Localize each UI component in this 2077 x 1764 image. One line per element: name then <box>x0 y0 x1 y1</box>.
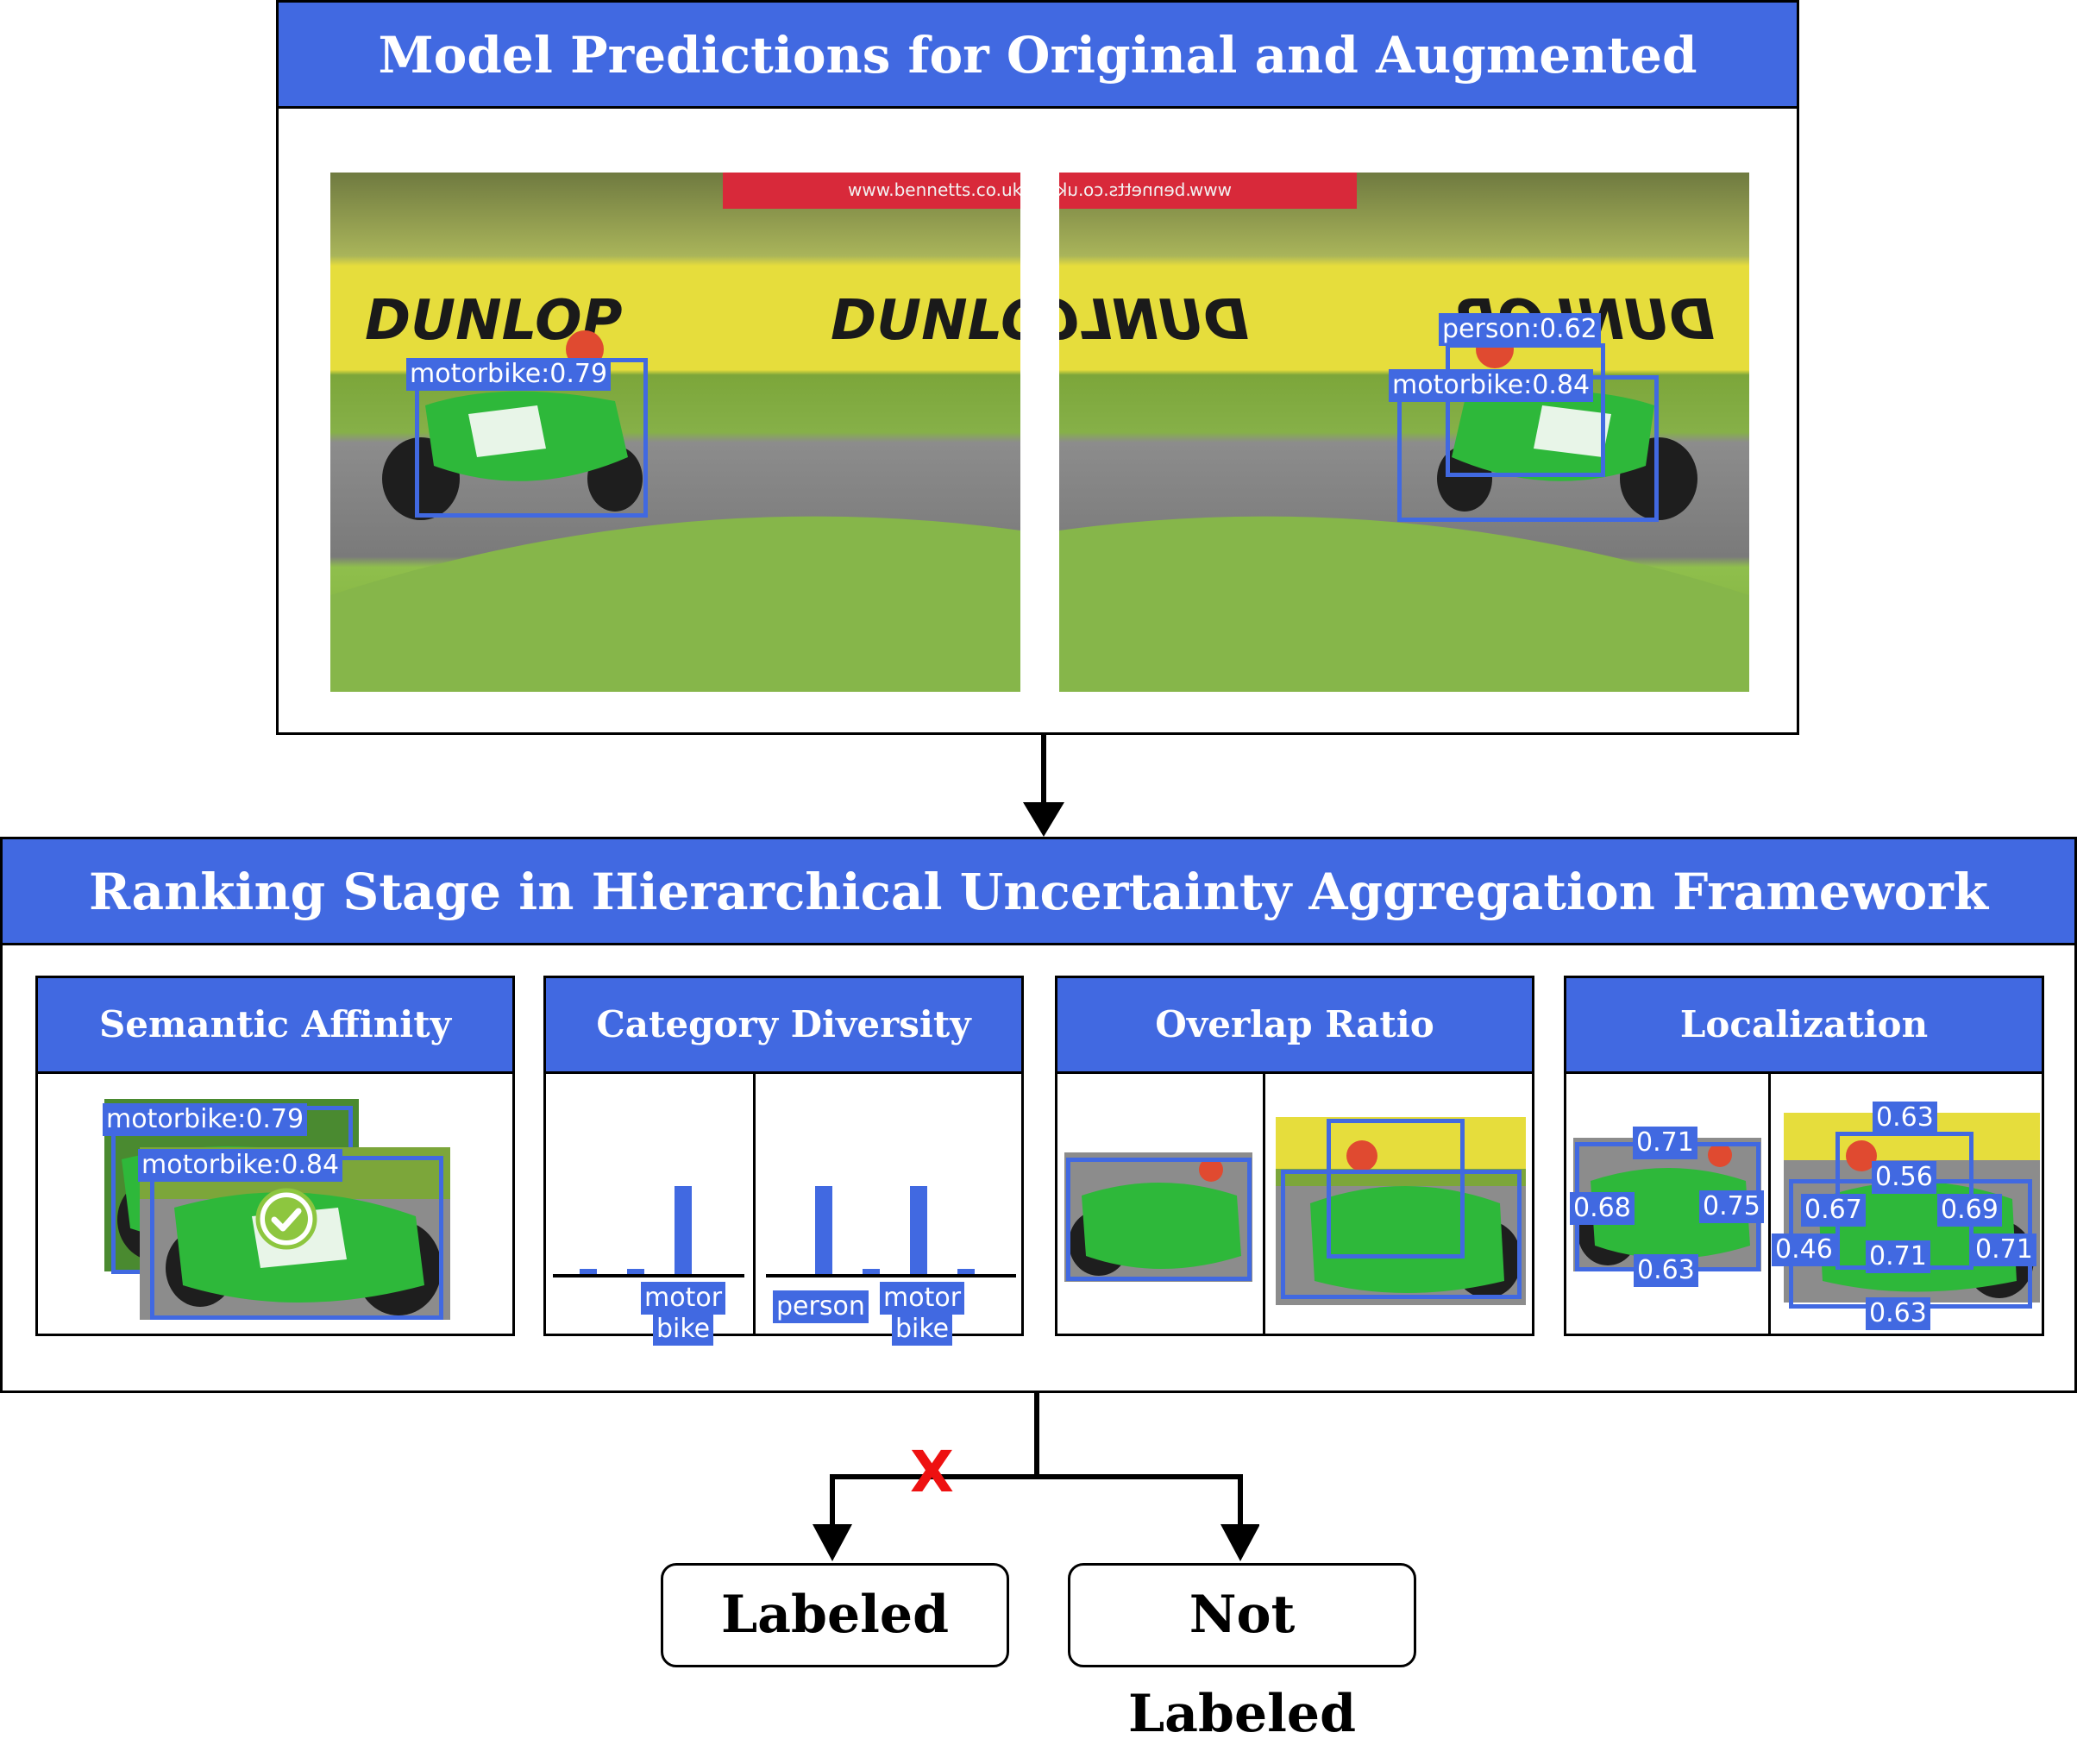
ranking-panel: Ranking Stage in Hierarchical Uncertaint… <box>0 837 2077 1393</box>
sign-text: DUNLOP <box>1059 289 1249 353</box>
histogram-bar-person <box>815 1186 832 1274</box>
panel-divider <box>753 1071 756 1334</box>
ranking-panel-title: Ranking Stage in Hierarchical Uncertaint… <box>3 839 2074 945</box>
original-image: www.bennetts.co.uk DUNLOP DUNLOP motorbi… <box>330 173 1020 692</box>
semantic-label-original: motorbike:0.79 <box>103 1103 308 1136</box>
semantic-affinity-title: Semantic Affinity <box>38 978 512 1074</box>
localization-confidence-title: Localization Confidence <box>1566 978 2042 1139</box>
reject-mark-icon: X <box>910 1439 954 1505</box>
score-label: 0.67 <box>1801 1194 1866 1227</box>
augmented-scene: www.bennetts.co.uk DUNLOP DUNLOP <box>1059 173 1749 692</box>
flow-arrow <box>1023 733 1064 837</box>
score-label: 0.63 <box>1873 1102 1937 1134</box>
panel-divider <box>1768 1071 1771 1334</box>
panel-divider <box>1263 1071 1265 1334</box>
semantic-affinity-panel: Semantic Affinity motorbike:0.79 motorbi… <box>35 976 515 1336</box>
score-label: 0.75 <box>1699 1190 1764 1223</box>
original-scene: www.bennetts.co.uk DUNLOP DUNLOP <box>330 173 1020 692</box>
overlap-ratio-title: Overlap Ratio <box>1057 978 1532 1074</box>
detection-box-person <box>1327 1119 1465 1259</box>
detection-label: person:0.62 <box>1439 313 1601 346</box>
category-diversity-title: Category Diversity <box>546 978 1021 1074</box>
score-label: 0.63 <box>1866 1297 1930 1330</box>
bar-label: person <box>773 1290 869 1323</box>
detection-box-motorbike <box>1281 1170 1522 1299</box>
predictions-panel-title: Model Predictions for Original and Augme… <box>279 3 1797 191</box>
histogram-bar <box>863 1269 880 1274</box>
histogram-bar <box>957 1269 975 1274</box>
overlap-crop-augmented <box>1276 1117 1526 1305</box>
bar-label: bike <box>892 1313 953 1346</box>
histogram-bar-motorbike <box>675 1186 692 1274</box>
histogram-axis <box>766 1274 1016 1277</box>
score-label: 0.69 <box>1937 1194 2002 1227</box>
bar-label: bike <box>653 1313 714 1346</box>
category-diversity-panel: Category Diversity motor bike person mot… <box>543 976 1024 1346</box>
localization-confidence-panel: Localization Confidence 0.71 0.68 0.75 0… <box>1564 976 2044 1336</box>
detection-box <box>1066 1158 1252 1281</box>
banner-text: www.bennetts.co.uk <box>848 179 1020 200</box>
overlap-ratio-panel: Overlap Ratio <box>1055 976 1534 1336</box>
score-label: 0.63 <box>1634 1254 1698 1287</box>
score-label: 0.68 <box>1570 1192 1635 1225</box>
bar-label: motor <box>641 1282 726 1315</box>
predictions-panel: Model Predictions for Original and Augme… <box>276 0 1799 735</box>
decision-branch-arrows <box>813 1390 1259 1561</box>
score-label: 0.71 <box>1972 1234 2036 1266</box>
histogram-axis <box>553 1274 744 1277</box>
score-label: 0.71 <box>1866 1240 1930 1273</box>
semantic-label-augmented: motorbike:0.84 <box>138 1149 343 1182</box>
detection-label: motorbike:0.79 <box>406 358 612 391</box>
bar-label: motor <box>880 1282 965 1315</box>
score-label: 0.56 <box>1872 1161 1936 1194</box>
not-labeled-box: Not Labeled <box>1068 1563 1416 1744</box>
score-label: 0.46 <box>1772 1234 1836 1266</box>
sign-text: DUNLOP <box>831 289 1020 353</box>
augmented-image: www.bennetts.co.uk DUNLOP DUNLOP person:… <box>1059 173 1749 692</box>
histogram-bar <box>580 1269 597 1274</box>
detection-label: motorbike:0.84 <box>1389 369 1594 402</box>
histogram-bar-motorbike <box>910 1186 927 1274</box>
check-circle-icon <box>255 1188 317 1250</box>
labeled-box: Labeled <box>661 1563 1009 1667</box>
histogram-bar <box>627 1269 644 1274</box>
detection-box-person <box>1446 343 1605 477</box>
banner-text: www.bennetts.co.uk <box>1059 179 1232 200</box>
score-label: 0.71 <box>1633 1127 1697 1159</box>
overlap-crop-original <box>1064 1152 1252 1282</box>
